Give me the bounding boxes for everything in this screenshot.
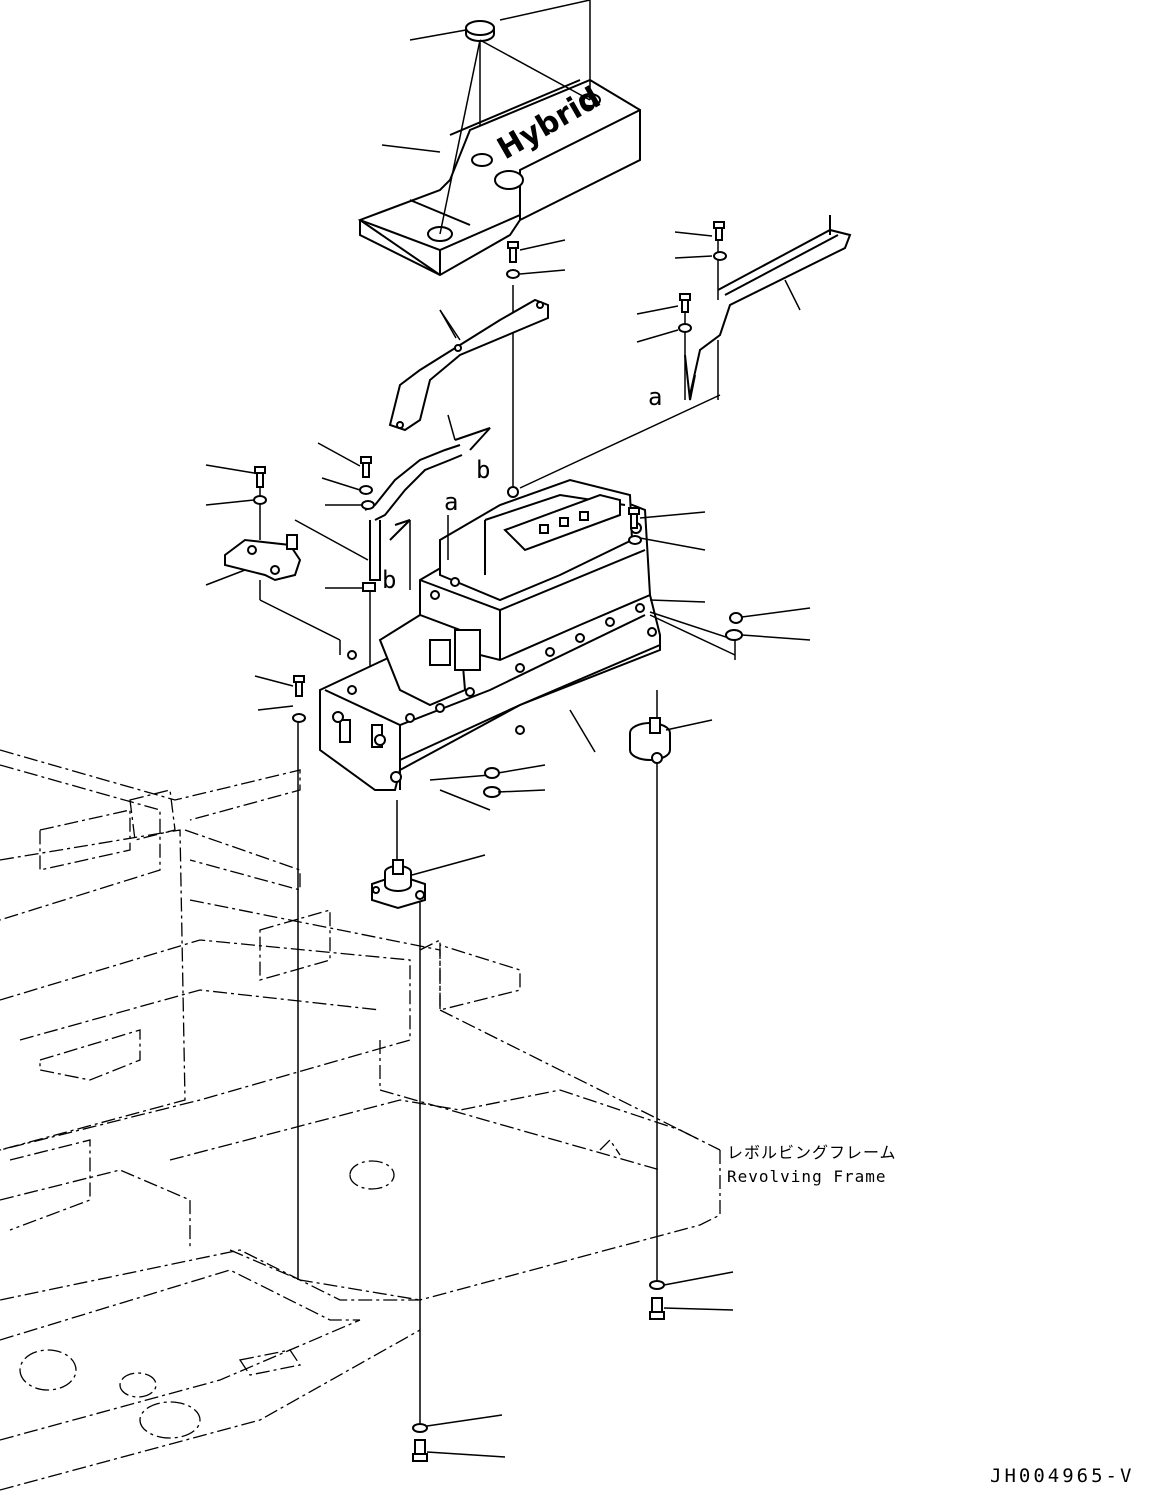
upper-bracket bbox=[388, 298, 549, 432]
hose-pipe: b b bbox=[364, 427, 491, 594]
hybrid-cover: Hybrid bbox=[357, 0, 641, 277]
cover-cap bbox=[465, 20, 495, 36]
main-controller-unit: a bbox=[319, 394, 736, 811]
drawing-code: JH004965-V bbox=[990, 1465, 1134, 1487]
assembly-center-lines bbox=[259, 40, 719, 1430]
right-rod: a bbox=[648, 215, 852, 411]
callout-b-lower: b bbox=[382, 566, 396, 594]
callout-b-upper: b bbox=[476, 456, 490, 484]
left-bracket bbox=[224, 519, 369, 655]
rubber-mount-rear bbox=[629, 717, 671, 764]
revolving-frame bbox=[0, 749, 721, 1491]
callout-a-lower: a bbox=[444, 488, 458, 516]
frame-label-japanese: レボルビングフレーム bbox=[727, 1143, 897, 1162]
callout-a-upper: a bbox=[648, 383, 662, 411]
frame-label-english: Revolving Frame bbox=[727, 1167, 887, 1186]
rubber-mount-front bbox=[371, 859, 426, 910]
leader-lines bbox=[205, 29, 811, 1458]
fasteners bbox=[253, 221, 743, 1462]
